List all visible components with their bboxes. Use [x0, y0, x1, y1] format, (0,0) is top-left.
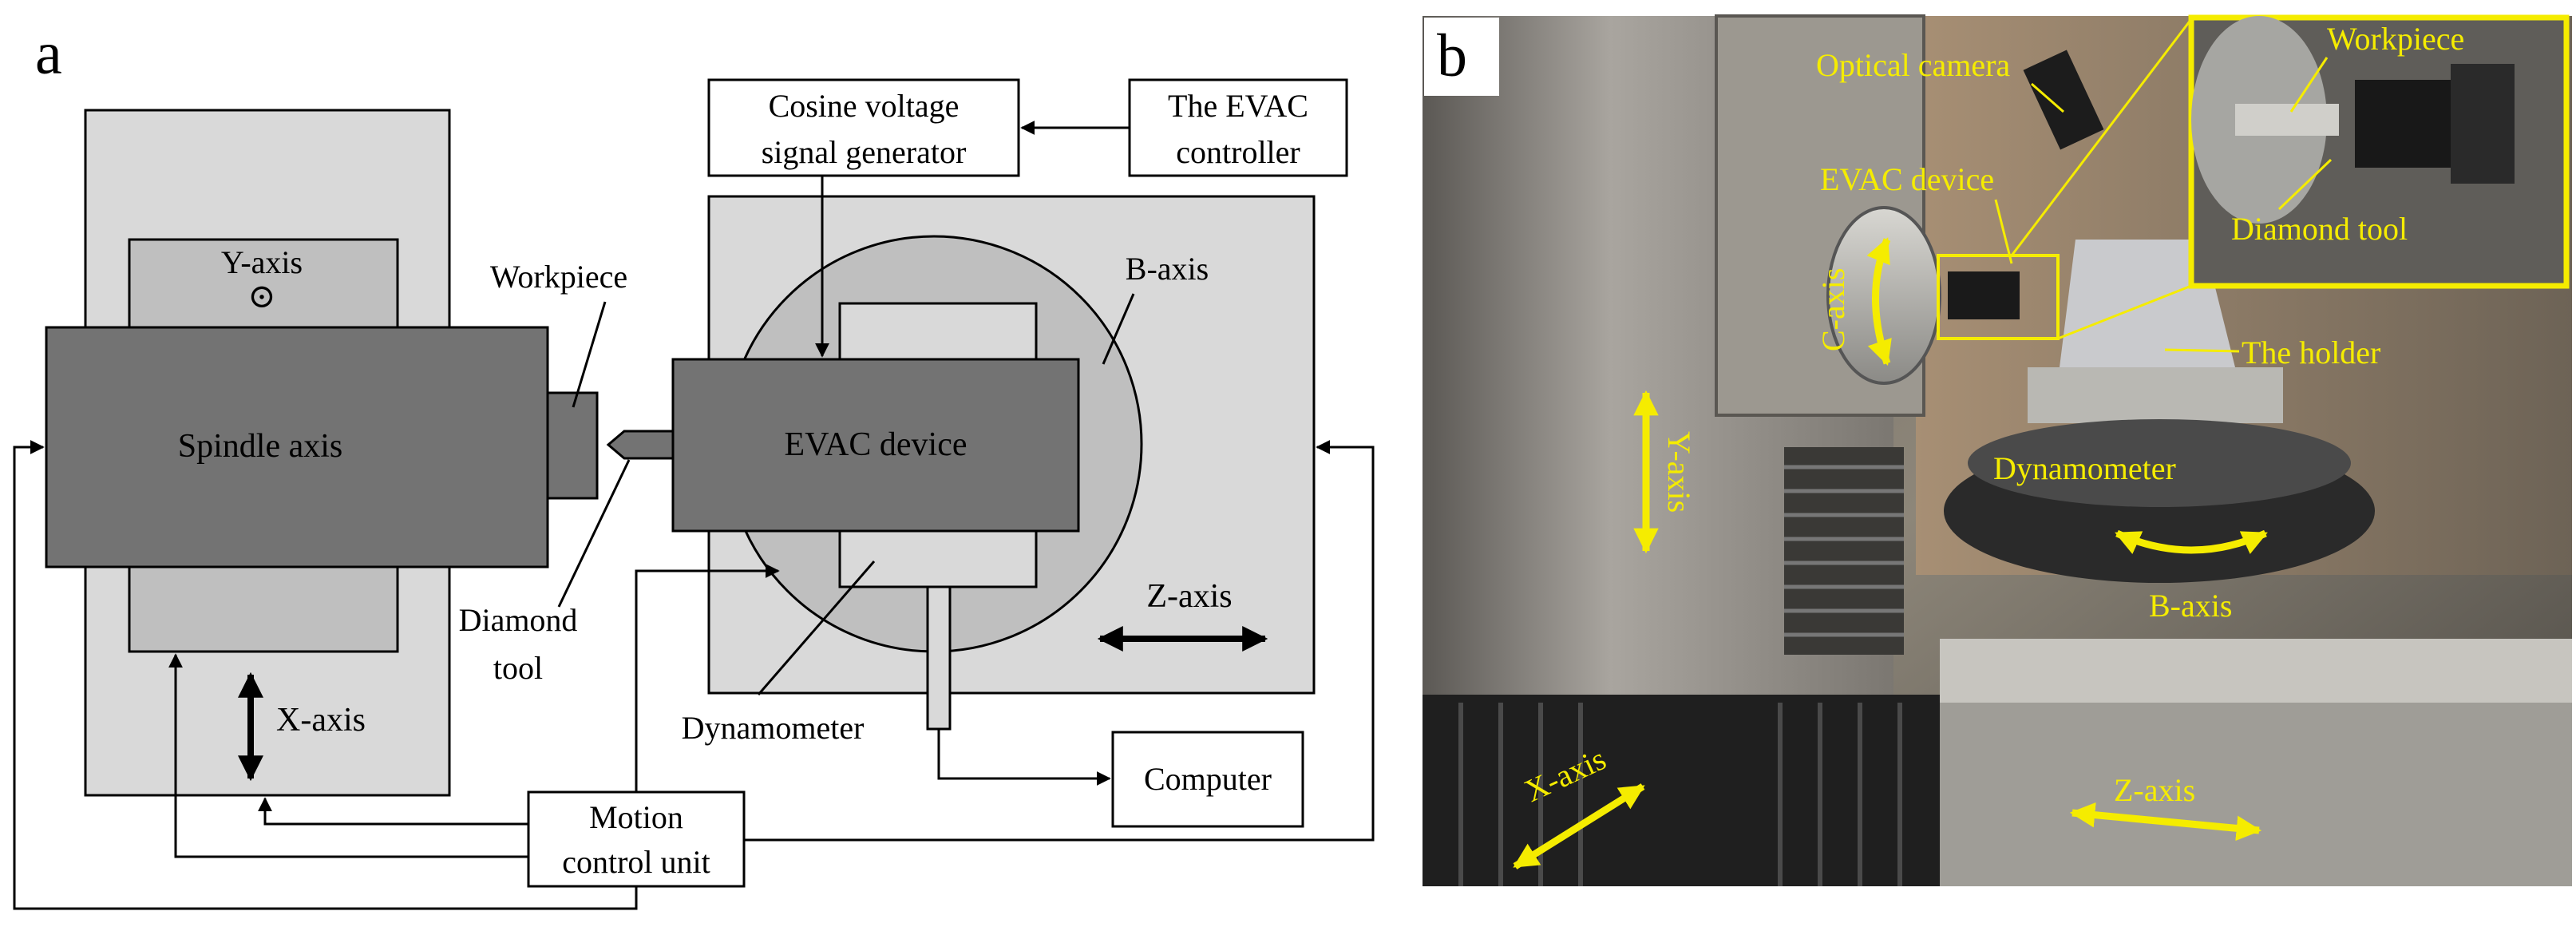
motion-control-box: [527, 790, 746, 888]
y-axis-photo-label: Y-axis: [1661, 431, 1697, 513]
holder-leader: [2164, 348, 2240, 353]
photo-dynamometer: [2028, 367, 2283, 423]
b-axis-leader-line: [1102, 293, 1135, 365]
diamond-tool-label-line1: Diamond: [459, 602, 578, 638]
inset-evac-rear: [2451, 64, 2515, 184]
y-axis-out-of-plane-icon: ⊙: [247, 279, 275, 315]
workpiece-label: Workpiece: [490, 259, 627, 295]
photo-bellows: [1423, 695, 1941, 886]
inset-diamond-tool-leader: [2277, 158, 2333, 211]
inset-workpiece-leader: [2289, 57, 2329, 113]
diamond-tool-label-line2: tool: [493, 650, 543, 686]
evac-device-photo-leader: [1994, 199, 2013, 264]
optical-camera-leader: [2031, 82, 2064, 113]
photo-vent-grille: [1784, 447, 1904, 655]
x-axis-label: X-axis: [276, 702, 366, 739]
workpiece-leader-line: [572, 301, 607, 408]
photo-optical-camera: [2023, 50, 2104, 150]
photo-evac-device: [1948, 271, 2020, 319]
dynamometer-leader-line: [757, 561, 876, 695]
evac-device-photo-label: EVAC device: [1820, 161, 1994, 197]
motion-control-label-line2: control unit: [562, 844, 710, 880]
panel-b-letter: b: [1437, 22, 1467, 89]
motion-to-z-table-arrow: [744, 440, 1375, 842]
inset-workpiece-label: Workpiece: [2327, 21, 2464, 57]
dynamometer-signal-stem: [926, 585, 952, 731]
evac-controller-box: [1128, 78, 1348, 177]
inset-connector-upper: [2010, 18, 2193, 256]
motion-to-xslide-arrow: [258, 797, 528, 826]
motion-to-yslide-arrow: [168, 653, 528, 858]
b-axis-label: B-axis: [1126, 251, 1209, 287]
evac-device-label: EVAC device: [784, 426, 967, 463]
inset-evac-device: [2355, 80, 2451, 168]
computer-box: [1111, 731, 1304, 828]
motion-to-spindle-arrow: [13, 440, 638, 910]
z-axis-label: Z-axis: [1146, 578, 1232, 615]
photo-z-table-top: [1940, 639, 2572, 703]
spindle-axis-label: Spindle axis: [178, 428, 343, 465]
c-axis-photo-label: C-axis: [1815, 268, 1851, 351]
c-axis-photo-arrow: [1866, 237, 1892, 366]
panel-a-letter: a: [35, 20, 62, 87]
dynamometer-label: Dynamometer: [682, 710, 865, 746]
motion-to-b-axis-arrow: [635, 564, 780, 792]
workpiece-block: [546, 391, 599, 500]
inset-connector-lower: [2057, 284, 2192, 340]
panel-b-letter-bg: [1424, 18, 1499, 96]
evac-controller-label-line1: The EVAC: [1168, 88, 1308, 124]
z-axis-photo-arrow: [2069, 802, 2262, 842]
holder-photo-label: The holder: [2242, 335, 2380, 370]
diamond-tool-shape: [606, 430, 675, 460]
evac-highlight-box: [1937, 254, 2060, 340]
b-axis-photo-arrow: [2115, 529, 2268, 555]
spindle-housing: [45, 326, 549, 568]
x-axis-photo-arrow: [1513, 783, 1645, 870]
stem-to-computer-arrow: [937, 729, 1111, 786]
signal-generator-label-line2: signal generator: [762, 134, 967, 170]
evac-controller-label-line2: controller: [1176, 134, 1300, 170]
photo-b-axis-top: [1968, 419, 2351, 507]
computer-label: Computer: [1144, 761, 1272, 797]
optical-camera-label: Optical camera: [1816, 47, 2010, 83]
signal-generator-label-line1: Cosine voltage: [769, 88, 960, 124]
z-axis-photo-label: Z-axis: [2114, 772, 2195, 808]
b-axis-photo-label: B-axis: [2149, 588, 2232, 624]
diamond-tool-leader-line: [557, 459, 631, 608]
motion-control-label-line1: Motion: [589, 799, 683, 835]
inset-workpiece: [2235, 104, 2339, 136]
inset-diamond-tool-label: Diamond tool: [2231, 211, 2408, 247]
signal-generator-box: [707, 78, 1020, 177]
dynamometer-photo-label: Dynamometer: [1993, 450, 2176, 486]
y-axis-label: Y-axis: [221, 244, 303, 280]
